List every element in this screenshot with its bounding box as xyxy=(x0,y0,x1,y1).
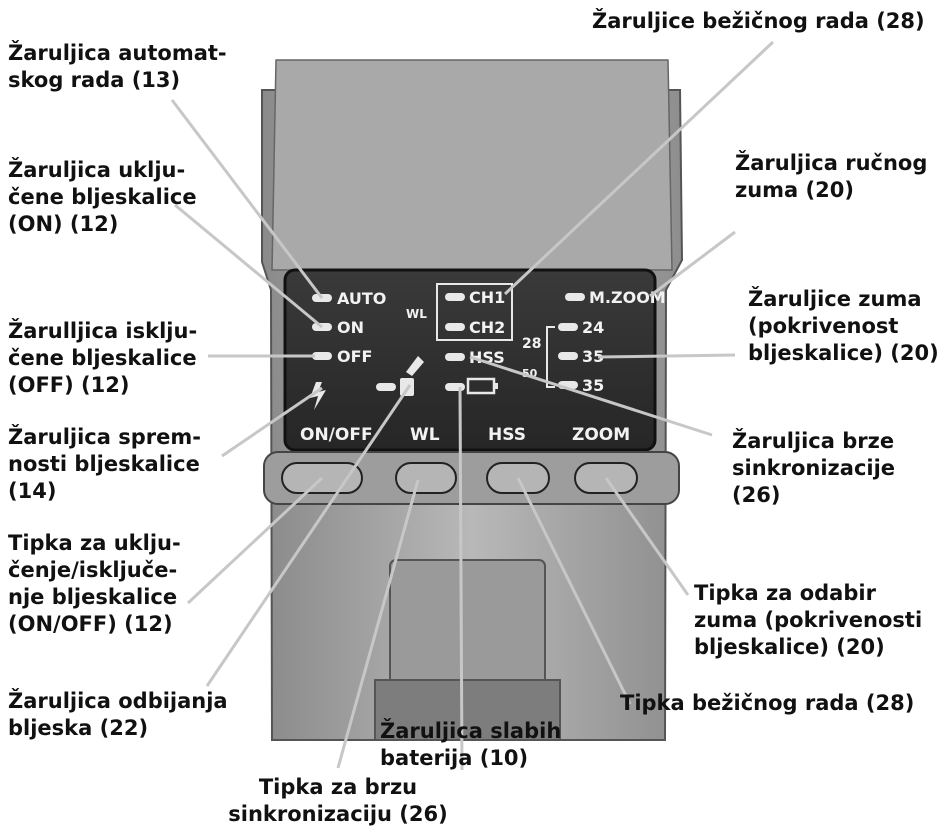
indicator-off: OFF xyxy=(337,347,372,366)
callout-mzoom-lamp: Žaruljica ručnog zuma (20) xyxy=(735,151,928,202)
indicator-24: 24 xyxy=(582,318,604,337)
label-onoff: ON/OFF xyxy=(300,425,373,445)
callout-auto-lamp: Žaruljica automat- skog rada (13) xyxy=(8,41,227,92)
label-wl: WL xyxy=(410,425,440,445)
callout-zoom-lamps: Žaruljice zuma (pokrivenost bljeskalice)… xyxy=(748,287,939,365)
label-hss: HSS xyxy=(488,425,526,445)
indicator-35: 35 xyxy=(582,347,604,366)
label-zoom: ZOOM xyxy=(572,425,630,445)
indicator-ch1: CH1 xyxy=(469,288,505,307)
indicator-28: 28 xyxy=(522,336,541,352)
callout-wl-lamps: Žaruljice bežičnog rada (28) xyxy=(592,9,925,33)
indicator-auto: AUTO xyxy=(337,289,386,308)
callout-ready-lamp: Žaruljica sprem- nosti bljeskalice (14) xyxy=(8,425,201,503)
callout-off-lamp: Žarulljica isklju- čene bljeskalice (OFF… xyxy=(8,319,198,397)
indicator-mzoom: M.ZOOM xyxy=(589,288,666,307)
button-strip xyxy=(263,451,680,505)
indicator-on: ON xyxy=(337,318,364,337)
indicator-35b: 35 xyxy=(582,376,604,395)
callout-zoom-button: Tipka za odabir zuma (pokrivenosti bljes… xyxy=(694,581,923,659)
hot-shoe-foot xyxy=(389,559,546,691)
indicator-ch2: CH2 xyxy=(469,318,505,337)
callout-on-lamp: Žaruljica uklju- čene bljeskalice (ON) (… xyxy=(8,158,197,236)
callout-bounce-lamp: Žaruljica odbijanja bljeska (22) xyxy=(8,689,228,740)
control-panel xyxy=(283,268,657,452)
callout-onoff-button: Tipka za uklju- čenje/isključe- nje blje… xyxy=(8,531,181,636)
callout-battery-lamp: Žaruljica slabih baterija (10) xyxy=(380,719,562,770)
indicator-hss: HSS xyxy=(469,348,505,367)
flash-head xyxy=(271,59,673,271)
callout-wl-button: Tipka bežičnog rada (28) xyxy=(620,691,915,715)
ready-lightning-icon xyxy=(310,382,326,410)
callout-hss-button: Tipka za brzu sinkronizaciju (26) xyxy=(228,775,448,826)
callout-hss-lamp: Žaruljica brze sinkronizacije (26) xyxy=(732,429,896,507)
wl-button[interactable] xyxy=(395,462,457,494)
indicator-wl: WL xyxy=(406,307,427,321)
